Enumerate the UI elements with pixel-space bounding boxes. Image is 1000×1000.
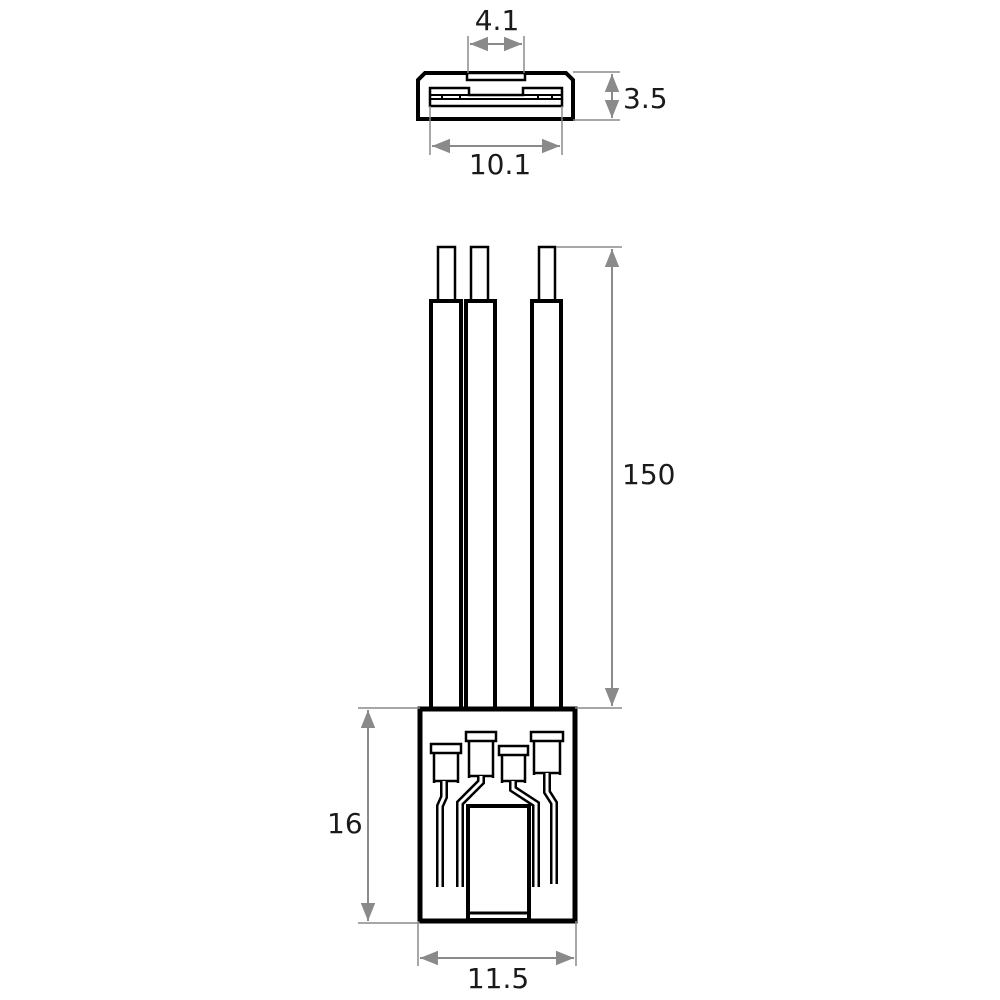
dim-label-10-1: 10.1 (469, 148, 531, 181)
dim-top-tab-width: 4.1 (467, 4, 525, 73)
dim-top-width: 10.1 (429, 106, 563, 181)
dim-label-4-1: 4.1 (475, 4, 520, 37)
housing (417, 706, 578, 924)
dim-housing-length: 16 (327, 707, 420, 924)
wires (429, 245, 563, 711)
dim-label-3-5: 3.5 (623, 82, 668, 115)
dim-label-11-5: 11.5 (467, 962, 529, 995)
dim-top-height: 3.5 (573, 71, 668, 121)
contact-leads (436, 773, 558, 887)
end-view (416, 71, 575, 121)
dim-label-16: 16 (327, 807, 363, 840)
dim-label-150: 150 (622, 458, 675, 491)
dim-housing-width: 11.5 (417, 921, 577, 995)
dim-wire-length: 150 (556, 246, 675, 709)
